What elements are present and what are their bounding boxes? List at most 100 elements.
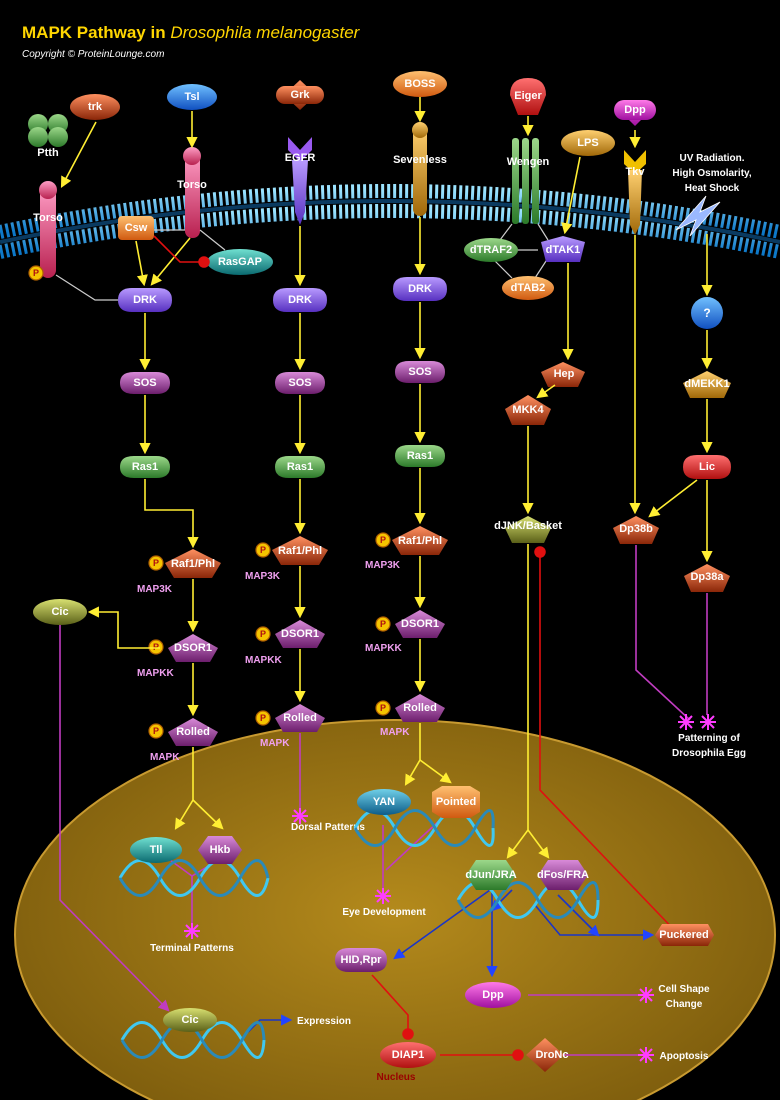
col2-nodes: DRK SOS Ras1 Raf1/Phl DSOR1 Rolled [272, 288, 328, 732]
col1-nodes: DRK SOS Ras1 Raf1/Phl DSOR1 Rolled [118, 288, 221, 746]
outcome-terminal: Terminal Patterns [150, 943, 234, 954]
lps-ligand: LPS [561, 130, 615, 156]
raf-node-3 [392, 526, 448, 555]
svg-text:Lic: Lic [699, 461, 715, 473]
outcome-apoptosis: Apoptosis [660, 1051, 709, 1062]
svg-text:P: P [260, 545, 266, 555]
ptth-ligand: Ptth [28, 114, 68, 159]
svg-text:Tsl: Tsl [184, 91, 199, 103]
dp38a-node [684, 564, 730, 592]
djnk-node [505, 516, 551, 543]
svg-text:P: P [260, 713, 266, 723]
svg-text:Raf1/Phl: Raf1/Phl [398, 535, 442, 547]
activation-arrows [60, 97, 713, 859]
svg-text:dTAK1: dTAK1 [546, 244, 581, 256]
sos-node-3 [395, 361, 445, 383]
transcription-arrows [247, 889, 655, 1033]
copyright: Copyright © ProteinLounge.com [22, 49, 164, 60]
svg-text:HID,Rpr: HID,Rpr [341, 954, 383, 966]
mapk-label-1: MAPK [150, 752, 180, 763]
lightning-icon [675, 195, 721, 237]
puckered-node [655, 924, 714, 946]
svg-text:Ras1: Ras1 [287, 461, 313, 473]
svg-text:Hkb: Hkb [210, 844, 231, 856]
svg-text:RasGAP: RasGAP [218, 256, 262, 268]
djun-node [466, 860, 516, 890]
svg-text:Dpp: Dpp [482, 989, 504, 1001]
svg-text:Raf1/Phl: Raf1/Phl [171, 558, 215, 570]
inhibition-lines [153, 235, 681, 1061]
svg-text:P: P [153, 558, 159, 568]
cell-membrane [0, 184, 780, 259]
dfos-node [538, 860, 588, 890]
dpp-ligand: Dpp [614, 100, 656, 126]
svg-text:MAPKK: MAPKK [245, 655, 282, 666]
ras1-node-2 [275, 456, 325, 478]
cic-nuclear-node [163, 1008, 217, 1032]
cic-node [33, 599, 87, 625]
dronc-node [526, 1038, 564, 1072]
dsor1-node-1 [168, 634, 218, 662]
mapkk-label-1: MAPKK [137, 668, 174, 679]
svg-text:SOS: SOS [408, 366, 431, 378]
svg-text:MAP3K: MAP3K [365, 560, 401, 571]
yan-node [357, 789, 411, 815]
svg-text:DRK: DRK [133, 294, 157, 306]
outcome-expression: Expression [297, 1016, 351, 1027]
dsor1-node-2 [275, 620, 325, 648]
col3-nodes: DRK SOS Ras1 Raf1/Phl DSOR1 Rolled [392, 277, 448, 722]
dna-helix-4 [120, 1021, 266, 1059]
trk-ligand: trk [70, 94, 120, 120]
outcome-dorsal: Dorsal Patterns [291, 822, 365, 833]
svg-text:MAPKK: MAPKK [365, 643, 402, 654]
svg-text:MAPK: MAPK [380, 727, 410, 738]
svg-text:DroNc: DroNc [535, 1049, 568, 1061]
svg-text:DIAP1: DIAP1 [392, 1049, 424, 1061]
svg-text:dFos/FRA: dFos/FRA [537, 869, 589, 881]
association-lines [55, 223, 549, 301]
diap1-node [380, 1042, 436, 1068]
torso-receptor: Torso [177, 147, 207, 238]
rolled-node-1 [168, 718, 218, 746]
svg-text:Tll: Tll [150, 844, 163, 856]
svg-text:Rolled: Rolled [283, 712, 317, 724]
drk-node-3 [393, 277, 447, 301]
svg-text:Pointed: Pointed [436, 796, 476, 808]
unknown-node [691, 297, 723, 329]
svg-text:Dp38a: Dp38a [690, 571, 724, 583]
svg-text:Hep: Hep [554, 368, 575, 380]
svg-text:P: P [380, 703, 386, 713]
svg-text:Rolled: Rolled [403, 702, 437, 714]
dtab2-node [502, 276, 554, 300]
wengen-receptor: Wengen [507, 138, 550, 224]
tkv-receptor: Tkv [624, 150, 646, 235]
svg-text:MAP3K: MAP3K [245, 571, 281, 582]
hkb-node [198, 836, 242, 864]
svg-text:DSOR1: DSOR1 [401, 618, 439, 630]
dtraf2-node [464, 238, 518, 262]
svg-text:dTRAF2: dTRAF2 [470, 244, 512, 256]
svg-text:P: P [380, 535, 386, 545]
pointed-node [432, 786, 480, 818]
svg-text:dJNK/Basket: dJNK/Basket [494, 520, 562, 532]
svg-text:DRK: DRK [288, 294, 312, 306]
ras1-node-1 [120, 456, 170, 478]
svg-text:BOSS: BOSS [404, 78, 435, 90]
svg-text:Torso: Torso [33, 212, 63, 224]
dpp-nuclear-node [465, 982, 521, 1008]
svg-text:P: P [33, 268, 39, 278]
svg-text:EGFR: EGFR [285, 152, 316, 164]
boss-ligand: BOSS [393, 71, 447, 97]
grk-ligand: Grk [276, 80, 324, 110]
svg-text:Ras1: Ras1 [407, 450, 433, 462]
svg-text:LPS: LPS [577, 137, 598, 149]
svg-text:YAN: YAN [373, 796, 395, 808]
svg-text:Tkv: Tkv [626, 166, 646, 178]
ras1-node-3 [395, 445, 445, 467]
stress-label: UV Radiation.High Osmolarity,Heat Shock [672, 153, 751, 194]
svg-text:Dpp: Dpp [624, 104, 646, 116]
rolled-node-3 [395, 694, 445, 722]
